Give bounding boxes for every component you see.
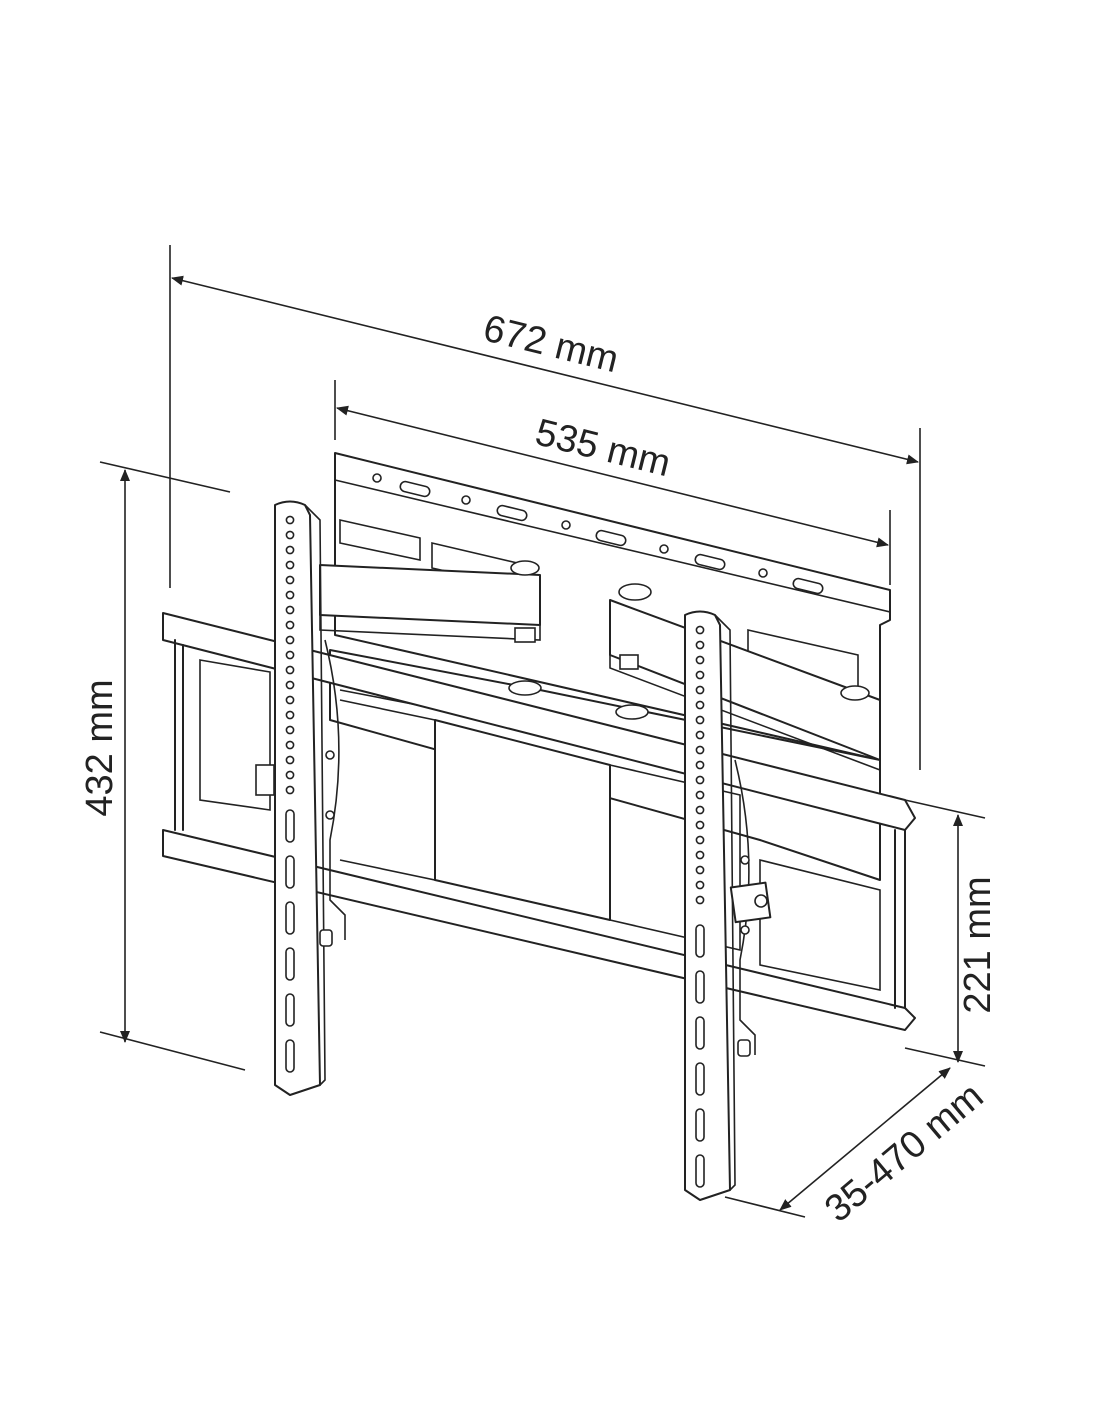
mounting-hole [285,770,295,780]
mounting-hole [695,700,705,710]
mounting-slot [285,855,295,889]
right-hanger-holes [695,625,705,1188]
mounting-hole [285,605,295,615]
mounting-hole [695,715,705,725]
mounting-hole [695,655,705,665]
mounting-hole [695,730,705,740]
mounting-hole [695,685,705,695]
mounting-hole [285,725,295,735]
mounting-hole [285,545,295,555]
mounting-hole [285,620,295,630]
mounting-hole [695,790,705,800]
label-overall-width: 672 mm [479,307,622,381]
mounting-hole [695,670,705,680]
mounting-hole [695,850,705,860]
dim-line-extension [779,1067,951,1211]
mounting-hole [285,515,295,525]
mounting-hole [695,760,705,770]
left-vertical-hanger [274,500,346,1096]
mounting-slot [285,1039,295,1073]
mounting-hole [285,650,295,660]
mounting-hole [285,695,295,705]
mounting-hole [285,680,295,690]
mounting-hole [695,820,705,830]
mounting-slot [695,1154,705,1188]
mounting-hole [695,865,705,875]
mounting-hole [695,880,705,890]
mounting-hole [285,575,295,585]
mounting-hole [285,740,295,750]
mounting-hole [695,805,705,815]
mounting-slot [285,809,295,843]
left-hanger-holes [285,515,295,1073]
mounting-slot [695,1108,705,1142]
right-vertical-hanger [684,610,772,1201]
mounting-slot [285,947,295,981]
mounting-hole [695,895,705,905]
mounting-hole [285,665,295,675]
mounting-hole [695,745,705,755]
mounting-hole [285,785,295,795]
label-wall-plate-height: 221 mm [957,876,999,1013]
mounting-slot [695,970,705,1004]
mounting-hole [285,710,295,720]
mounting-hole [695,835,705,845]
mounting-slot [285,993,295,1027]
mounting-slot [695,1062,705,1096]
mounting-hole [695,640,705,650]
mounting-hole [695,775,705,785]
label-overall-height: 432 mm [79,679,121,816]
mounting-hole [285,530,295,540]
label-extension: 35-470 mm [817,1075,991,1231]
mounting-slot [695,924,705,958]
mounting-slot [695,1016,705,1050]
mounting-hole [285,635,295,645]
mounting-hole [285,560,295,570]
mounting-hole [285,755,295,765]
mounting-hole [695,625,705,635]
mounting-hole [285,590,295,600]
dimension-lines [99,245,986,1218]
mounting-slot [285,901,295,935]
dim-line-535 [336,405,889,548]
